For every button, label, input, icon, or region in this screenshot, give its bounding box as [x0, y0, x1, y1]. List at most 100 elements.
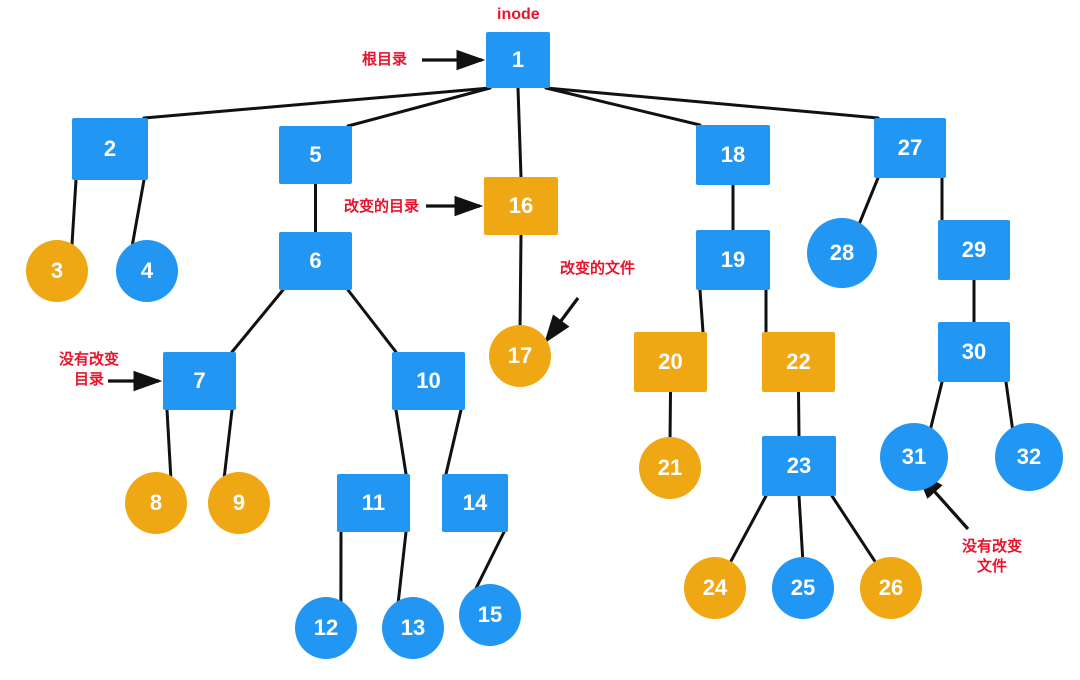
label-unchanged-dir: 没有改变目录 [44, 350, 134, 391]
edge-7-9 [222, 408, 234, 480]
inode-node-3[interactable]: 3 [26, 240, 88, 302]
edge-2-3 [70, 178, 78, 248]
tree-edges [70, 86, 1015, 605]
edge-1-18 [544, 86, 702, 127]
inode-node-6[interactable]: 6 [279, 232, 352, 290]
edge-23-25 [797, 494, 805, 565]
inode-node-label: 27 [897, 135, 923, 160]
edge-1-5 [346, 86, 492, 128]
label-unchanged-dir-line1: 没有改变 [58, 351, 119, 368]
label-unchanged-file: 没有改变文件 [946, 537, 1038, 578]
edge-27-28 [857, 176, 880, 227]
inode-node-label: 17 [507, 343, 533, 368]
edge-10-14 [444, 408, 463, 476]
edge-6-7 [230, 288, 285, 354]
inode-node-label: 8 [149, 490, 163, 515]
inode-node-label: 21 [657, 455, 683, 480]
edge-23-26 [830, 494, 878, 565]
edge-14-15 [473, 530, 506, 592]
inode-node-label: 15 [477, 602, 503, 627]
edge-20-21 [668, 390, 672, 445]
edge-11-13 [396, 530, 408, 605]
label-changed-file: 改变的文件 [560, 260, 636, 277]
inode-node-label: 4 [140, 258, 154, 283]
inode-node-31[interactable]: 31 [880, 423, 948, 491]
inode-node-label: 10 [416, 368, 441, 393]
inode-node-label: 20 [658, 349, 683, 374]
inode-node-label: 5 [309, 142, 322, 167]
inode-node-15[interactable]: 15 [459, 584, 521, 646]
inode-node-label: 25 [790, 575, 816, 600]
inode-node-label: 32 [1016, 444, 1042, 469]
page-title: inode [497, 6, 540, 23]
label-unchanged-file-line2: 文件 [976, 558, 1007, 576]
inode-node-24[interactable]: 24 [684, 557, 746, 619]
inode-node-28[interactable]: 28 [807, 218, 877, 288]
inode-node-19[interactable]: 19 [696, 230, 770, 290]
inode-node-label: 31 [901, 444, 927, 469]
inode-node-8[interactable]: 8 [125, 472, 187, 534]
edge-19-20 [698, 288, 705, 334]
inode-node-label: 22 [786, 349, 811, 374]
inode-node-2[interactable]: 2 [72, 118, 148, 180]
edge-6-10 [346, 288, 398, 354]
inode-node-12[interactable]: 12 [295, 597, 357, 659]
inode-node-label: 16 [508, 193, 534, 218]
inode-node-32[interactable]: 32 [995, 423, 1063, 491]
edge-10-11 [394, 408, 408, 476]
inode-node-27[interactable]: 27 [874, 118, 946, 178]
inode-node-21[interactable]: 21 [639, 437, 701, 499]
label-unchanged-dir-line2: 目录 [73, 371, 104, 389]
edge-7-8 [165, 408, 173, 480]
inode-node-5[interactable]: 5 [279, 126, 352, 184]
inode-node-7[interactable]: 7 [163, 352, 236, 410]
edge-30-31 [928, 380, 944, 432]
inode-node-11[interactable]: 11 [337, 474, 410, 532]
inode-node-label: 26 [878, 575, 904, 600]
inode-node-label: 30 [961, 339, 987, 364]
label-unchanged-file-line1: 没有改变 [961, 538, 1022, 555]
edge-22-23 [797, 390, 801, 438]
inode-node-label: 2 [103, 136, 117, 161]
inode-node-16[interactable]: 16 [484, 177, 558, 235]
inode-node-label: 19 [720, 247, 746, 272]
inode-node-10[interactable]: 10 [392, 352, 465, 410]
inode-node-label: 29 [961, 237, 987, 262]
edge-1-27 [544, 86, 880, 120]
inode-node-14[interactable]: 14 [442, 474, 508, 532]
inode-node-label: 1 [511, 47, 525, 72]
inode-node-4[interactable]: 4 [116, 240, 178, 302]
inode-node-label: 3 [50, 258, 64, 283]
inode-node-20[interactable]: 20 [634, 332, 707, 392]
inode-node-label: 13 [400, 615, 426, 640]
inode-node-17[interactable]: 17 [489, 325, 551, 387]
inode-node-label: 11 [361, 490, 386, 515]
inode-node-label: 24 [702, 575, 728, 600]
inode-node-18[interactable]: 18 [696, 125, 770, 185]
edge-1-2 [142, 86, 492, 120]
inode-node-label: 18 [720, 142, 746, 167]
label-root-dir: 根目录 [362, 51, 408, 68]
inode-node-label: 9 [232, 490, 246, 515]
inode-node-13[interactable]: 13 [382, 597, 444, 659]
inode-node-26[interactable]: 26 [860, 557, 922, 619]
edge-23-24 [728, 494, 768, 565]
edge-30-32 [1004, 380, 1015, 432]
inode-node-23[interactable]: 23 [762, 436, 836, 496]
label-changed-dir: 改变的目录 [344, 198, 420, 215]
inode-node-label: 6 [309, 248, 322, 273]
inode-node-label: 7 [193, 368, 206, 393]
inode-node-30[interactable]: 30 [938, 322, 1010, 382]
inode-node-1[interactable]: 1 [486, 32, 550, 88]
inode-node-9[interactable]: 9 [208, 472, 270, 534]
inode-node-22[interactable]: 22 [762, 332, 835, 392]
inode-node-label: 12 [313, 615, 339, 640]
edge-1-16 [516, 86, 523, 179]
inode-node-29[interactable]: 29 [938, 220, 1010, 280]
inode-node-25[interactable]: 25 [772, 557, 834, 619]
arrow-changed-file [544, 297, 580, 344]
inode-node-label: 23 [786, 453, 812, 478]
edge-2-4 [130, 178, 146, 248]
